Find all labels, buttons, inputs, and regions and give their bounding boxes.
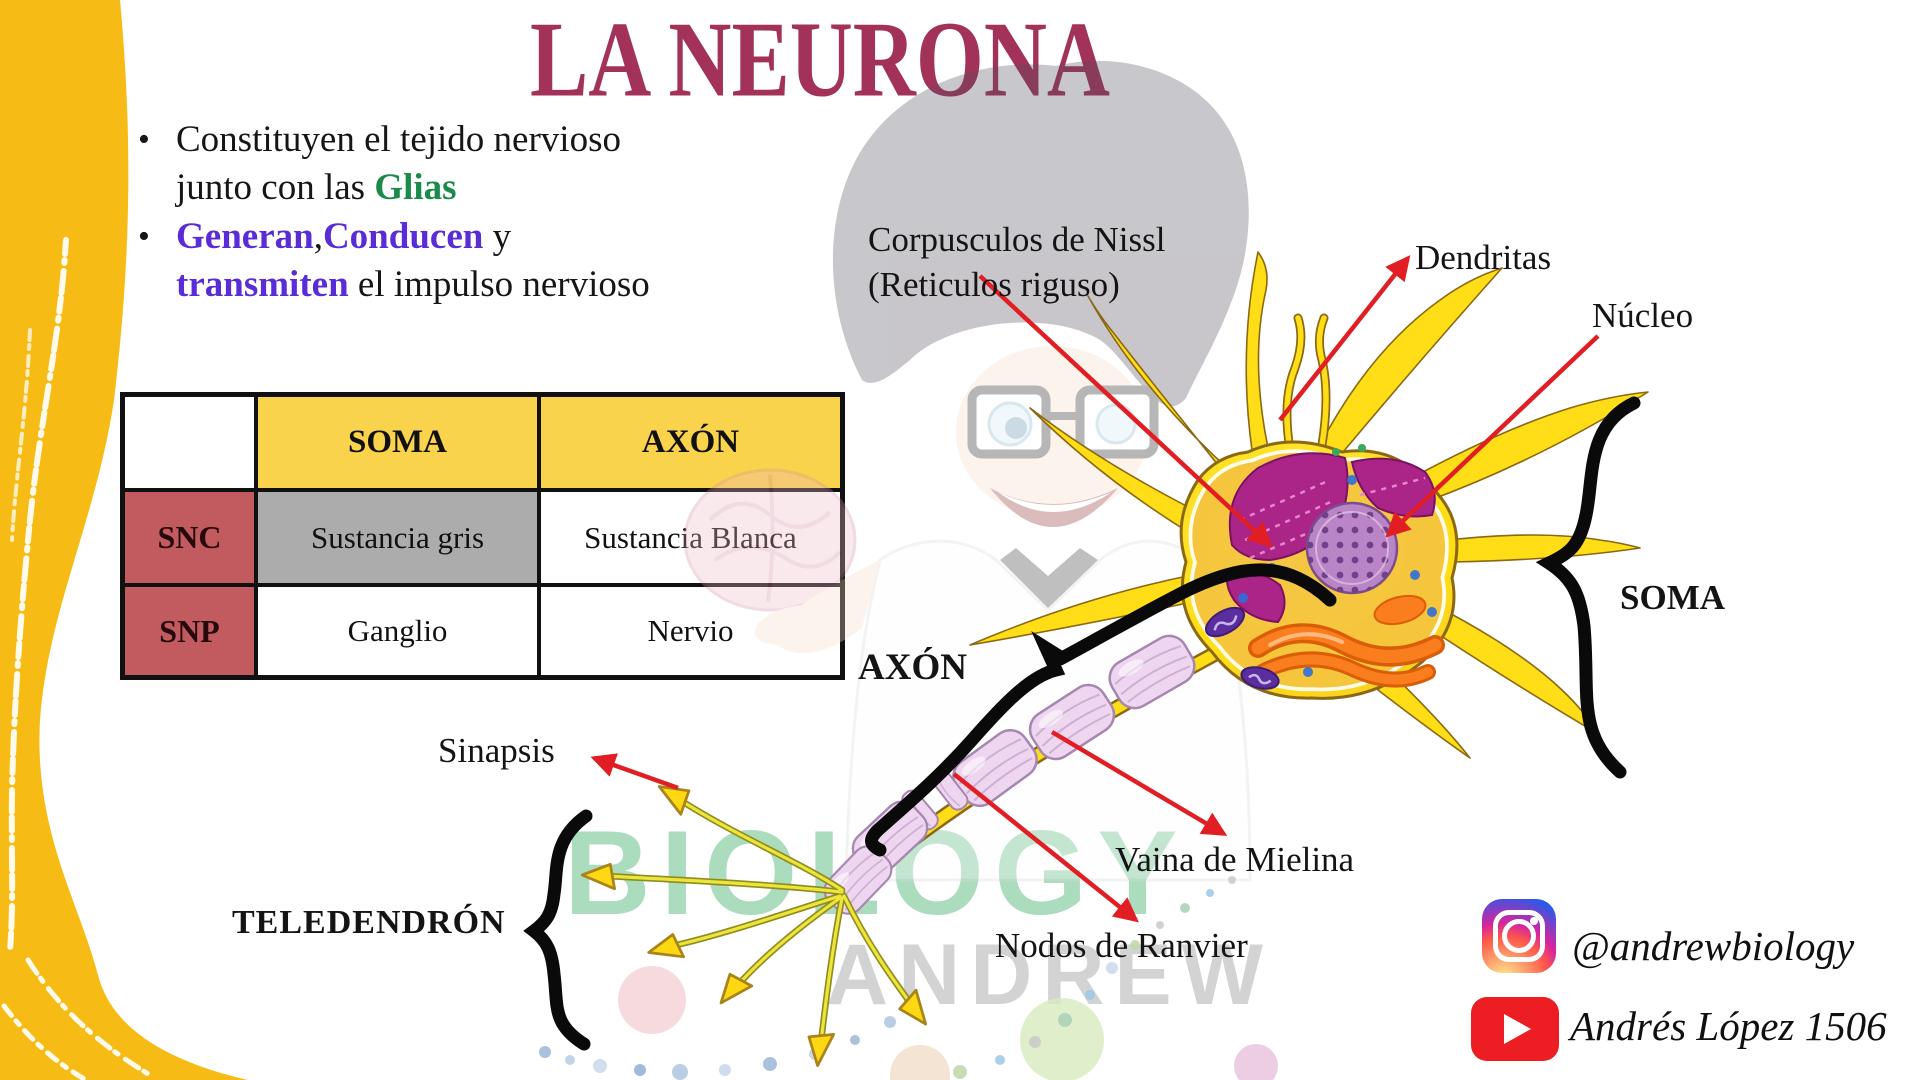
bullet2-text: Generan,Conducen y transmiten el impulso… (176, 216, 650, 305)
bullet1-text: Constituyen el tejido nervioso junto con… (176, 119, 621, 208)
instagram-handle[interactable]: @andrewbiology (1572, 923, 1855, 969)
glias-highlight: Glias (374, 167, 457, 208)
classification-table: SOMA AXÓN SNC Sustancia gris Sustancia B… (120, 392, 845, 680)
bullet-list: • Constituyen el tejido nervioso junto c… (138, 116, 788, 310)
soma-brace (1535, 396, 1641, 779)
axon-brace (865, 563, 1337, 857)
label-nodos: Nodos de Ranvier (995, 926, 1248, 965)
smile (990, 488, 1118, 527)
hair (832, 60, 1249, 407)
vaina-arrow (1050, 730, 1228, 836)
teledendron-branches (602, 796, 915, 1046)
label-teledendron: TELEDENDRÓN (232, 904, 506, 941)
instagram-icon[interactable] (1482, 899, 1556, 973)
nodos-arrow (952, 772, 1139, 923)
youtube-icon[interactable] (1471, 997, 1559, 1061)
arm (774, 560, 880, 654)
table-cell-snc-soma: Sustancia gris (256, 490, 539, 585)
endoplasmic-reticulum (1248, 623, 1445, 688)
glasses-icon (967, 385, 1159, 459)
table-header-soma: SOMA (256, 395, 539, 490)
table-rowheader-snp: SNP (123, 585, 256, 677)
generan-highlight: Generan (176, 216, 314, 257)
table-cell-snp-axon: Nervio (539, 585, 842, 677)
table-cell-snc-axon: Sustancia Blanca (539, 490, 842, 585)
mitochondria (1205, 606, 1280, 690)
label-soma: SOMA (1620, 578, 1725, 617)
youtube-handle[interactable]: Andrés López 1506 (1570, 1003, 1887, 1049)
label-axon: AXÓN (858, 647, 967, 688)
teledendron-brace (523, 809, 593, 1051)
annotation-arrows (590, 255, 1600, 923)
table-corner-cell (123, 395, 256, 490)
scientist-watermark (683, 60, 1252, 882)
bullet-dot: • (138, 121, 150, 158)
page-title: LA NEURONA (290, 5, 1350, 113)
dendritas-arrow (1278, 255, 1411, 422)
table-cell-snp-soma: Ganglio (256, 585, 539, 677)
table-header-axon: AXÓN (539, 395, 842, 490)
yellow-band-decoration (0, 0, 248, 1080)
label-sinapsis: Sinapsis (438, 731, 555, 770)
ribosome-dots (1238, 475, 1437, 677)
conducen-highlight: Conducen (322, 216, 484, 257)
label-corpusculos: Corpusculos de Nissl (Reticulos riguso) (868, 220, 1166, 304)
label-dendritas: Dendritas (1415, 238, 1552, 277)
dna-dots-decoration (539, 876, 1278, 1080)
brain-icon (683, 468, 857, 612)
bullet-dot: • (138, 218, 150, 255)
table-rowheader-snc: SNC (123, 490, 256, 585)
corpusculos-arrow (978, 274, 1273, 548)
nucleo-arrow (1385, 334, 1600, 538)
label-vaina: Vaina de Mielina (1115, 840, 1355, 879)
label-nucleo: Núcleo (1592, 296, 1694, 335)
bullet-item-1: • Constituyen el tejido nervioso junto c… (138, 116, 788, 212)
sinapsis-arrow (590, 753, 679, 791)
transmiten-highlight: transmiten (176, 264, 349, 305)
dendrites (969, 251, 1649, 759)
dendrite-squiggles (1282, 313, 1331, 455)
title-text: LA NEURONA (529, 0, 1111, 120)
hand (754, 605, 830, 645)
nucleus (1305, 501, 1399, 595)
bullet-item-2: • Generan,Conducen y transmiten el impul… (138, 213, 788, 309)
